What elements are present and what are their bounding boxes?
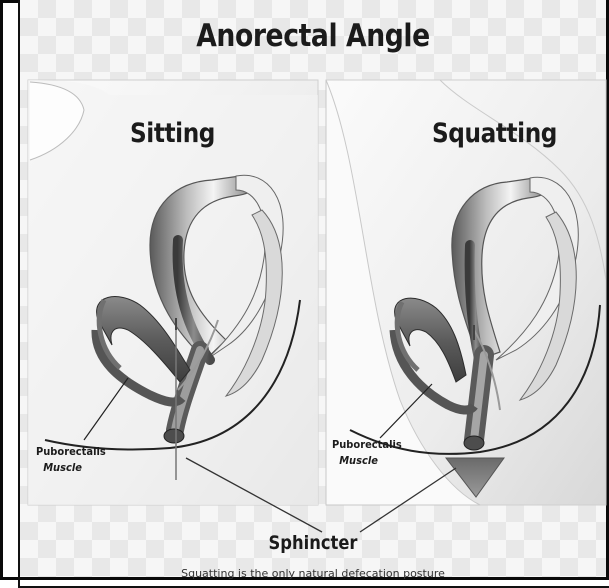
squatting-muscle-sub: Muscle	[332, 453, 402, 469]
diagram-title: Anorectal Angle	[61, 18, 565, 54]
sitting-label: Sitting	[130, 118, 215, 149]
squatting-muscle-label: Puborectalis Muscle	[332, 437, 402, 469]
sitting-muscle-label: Puborectalis Muscle	[36, 444, 106, 476]
sitting-muscle-name: Puborectalis	[36, 445, 106, 458]
squatting-label: Squatting	[432, 118, 557, 149]
squatting-muscle-name: Puborectalis	[332, 438, 402, 451]
sitting-muscle-sub: Muscle	[36, 460, 106, 476]
sphincter-label: Sphincter	[61, 532, 565, 554]
caption: Squatting is the only natural defecation…	[20, 567, 606, 580]
